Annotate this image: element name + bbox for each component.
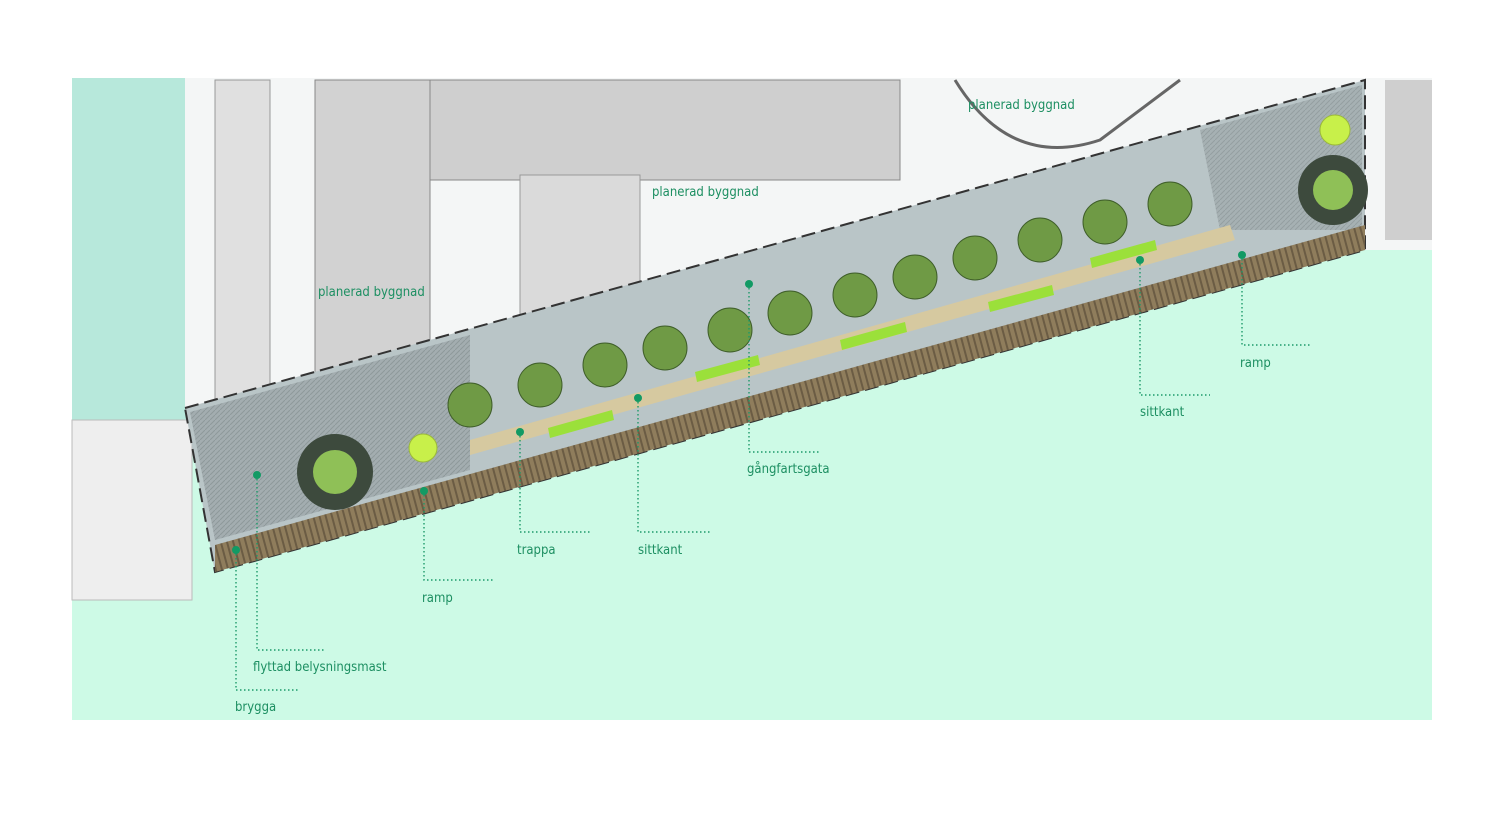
- callout-label: ramp: [1240, 356, 1271, 371]
- callout-dot: [1136, 256, 1144, 264]
- tree: [1147, 181, 1193, 227]
- tree: [642, 325, 688, 371]
- tree: [767, 290, 813, 336]
- callout-label: flyttad belysningsmast: [253, 660, 387, 675]
- round-planter: [1319, 114, 1351, 146]
- building-block: [71, 419, 193, 601]
- leader-line: [1139, 260, 1210, 396]
- tree: [1017, 217, 1063, 263]
- callout-dot: [745, 280, 753, 288]
- boardwalk: [215, 225, 1365, 572]
- tree: [707, 307, 753, 353]
- callout-dot: [253, 471, 261, 479]
- callout-sittkant: sittkant: [634, 394, 710, 558]
- building-block: [1385, 80, 1432, 240]
- leader-line: [748, 284, 820, 453]
- tree: [892, 254, 938, 300]
- tree: [952, 235, 998, 281]
- callout-label: ramp: [422, 591, 453, 606]
- building-label: planerad byggnad: [652, 185, 759, 200]
- tree: [832, 272, 878, 318]
- feature-tree-canopy: [1313, 170, 1353, 210]
- building-block: [314, 79, 431, 381]
- planting-bed: [548, 410, 614, 438]
- tree: [1082, 199, 1128, 245]
- tree-row: [447, 181, 1193, 428]
- round-planter: [408, 433, 438, 463]
- building-label: planerad byggnad: [968, 98, 1075, 113]
- building-block: [214, 79, 271, 411]
- callout-gangfartsgata: gångfartsgata: [745, 280, 830, 477]
- planting-bed: [840, 322, 907, 350]
- callout-flyttad-belysningsmast: flyttad belysningsmast: [253, 471, 387, 675]
- callout-label: gångfartsgata: [747, 462, 830, 477]
- callout-dot: [516, 428, 524, 436]
- callout-label: trappa: [517, 543, 556, 558]
- callout-brygga: brygga: [232, 546, 300, 715]
- building-outline: [953, 78, 1181, 149]
- tree: [582, 342, 628, 388]
- callout-label: sittkant: [638, 543, 683, 558]
- tree: [447, 382, 493, 428]
- callout-sittkant: sittkant: [1136, 256, 1210, 420]
- callout-trappa: trappa: [516, 428, 590, 558]
- leader-line: [235, 550, 300, 691]
- leader-line: [637, 398, 710, 533]
- planting-bed: [988, 285, 1054, 312]
- quay-left: [72, 78, 192, 438]
- leader-line: [519, 432, 590, 533]
- building-block: [429, 79, 901, 181]
- feature-tree-canopy: [313, 450, 357, 494]
- callout-dot: [420, 487, 428, 495]
- callout-label: brygga: [235, 700, 276, 715]
- callout-label: sittkant: [1140, 405, 1185, 420]
- building-label: planerad byggnad: [318, 285, 425, 300]
- callout-ramp: ramp: [420, 487, 494, 606]
- leader-line: [1241, 255, 1312, 346]
- callout-ramp: ramp: [1238, 251, 1312, 371]
- planting-beds: [548, 240, 1157, 438]
- callout-dot: [232, 546, 240, 554]
- planting-bed: [1090, 240, 1157, 268]
- tree: [517, 362, 563, 408]
- callout-dot: [634, 394, 642, 402]
- planting-bed: [695, 355, 760, 382]
- leader-line: [423, 491, 494, 581]
- callout-dot: [1238, 251, 1246, 259]
- leader-line: [256, 475, 325, 651]
